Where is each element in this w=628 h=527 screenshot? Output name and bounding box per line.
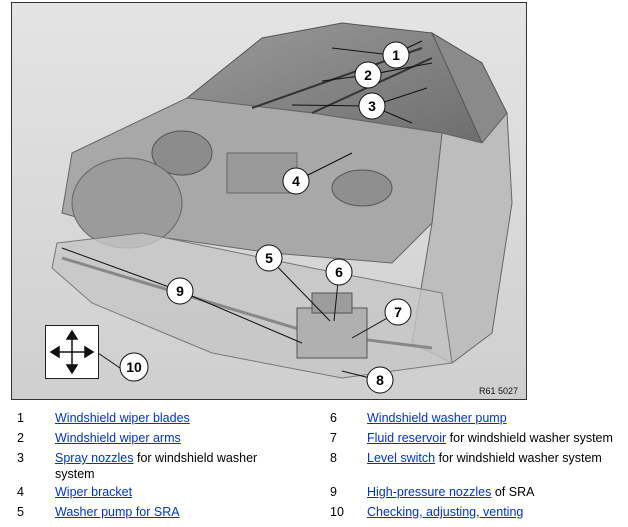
legend-text: for windshield washer [133, 451, 258, 465]
legend-number: 4 [17, 485, 24, 499]
four-way-arrow-icon[interactable] [45, 325, 99, 379]
wiper-bracket-link[interactable]: Wiper bracket [55, 485, 133, 499]
figure-reference-code: R61 5027 [478, 386, 518, 396]
fluid-reservoir-link[interactable]: Fluid reservoir [367, 431, 447, 445]
diagram-figure: 1 2 3 4 5 6 7 8 9 10 R61 [11, 2, 527, 400]
legend-text: for windshield washer system [435, 451, 602, 465]
washer-pump-for-sra-link[interactable]: Washer pump for SRA [55, 505, 180, 519]
legend-number: 1 [17, 411, 24, 425]
windshield-wiper-blades-link[interactable]: Windshield wiper blades [55, 411, 190, 425]
car-illustration [12, 3, 526, 399]
four-way-arrow-glyph [49, 329, 95, 375]
windshield-washer-pump-link[interactable]: Windshield washer pump [367, 411, 507, 425]
windshield-wiper-arms-link[interactable]: Windshield wiper arms [55, 431, 181, 445]
legend-number: 2 [17, 431, 24, 445]
legend-number: 9 [330, 485, 337, 499]
legend-number: 8 [330, 451, 337, 465]
checking-adjusting-venting-link[interactable]: Checking, adjusting, venting [367, 505, 524, 519]
high-pressure-nozzles-link[interactable]: High-pressure nozzles [367, 485, 492, 499]
legend-text: for windshield washer system [446, 431, 613, 445]
legend-number: 3 [17, 451, 24, 465]
legend-number: 6 [330, 411, 337, 425]
legend-text: of SRA [491, 485, 535, 499]
spray-nozzles-link[interactable]: Spray nozzles [55, 451, 134, 465]
legend-number: 5 [17, 505, 24, 519]
level-switch-link[interactable]: Level switch [367, 451, 436, 465]
legend-text-continued: system [55, 467, 95, 481]
legend-number: 7 [330, 431, 337, 445]
legend-number: 10 [330, 505, 344, 519]
